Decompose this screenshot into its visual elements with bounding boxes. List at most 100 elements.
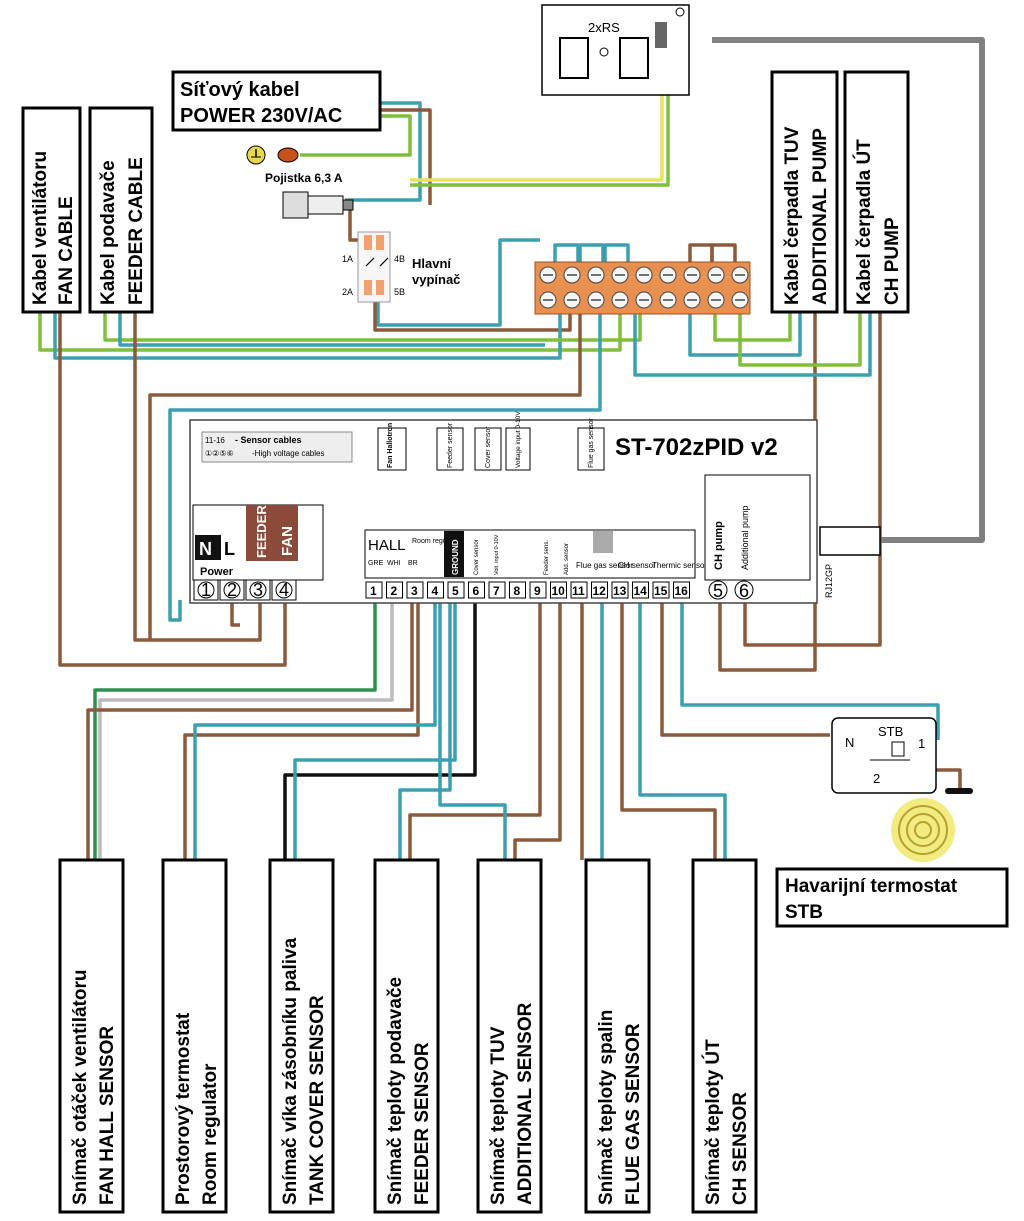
stb-probe-wire [930,768,962,790]
feeder-cable-line2: FEEDER CABLE [126,157,147,305]
fan-block-label: FAN [279,526,296,556]
lv-terminal-12 [591,581,608,599]
lv-terminal-label: 11 [572,584,585,598]
hv-terminal-label: 2 [227,580,237,600]
lv-terminal-4 [427,581,444,599]
rs-port-1 [559,37,589,79]
sensor-line2: ADDITIONAL SENSOR [515,1002,536,1205]
hv-terminal-2 [223,581,241,599]
fan-blue-wire [53,305,562,360]
strip-loop-5 [710,243,737,262]
hall-label: HALL [368,537,406,554]
switch-label-1: Hlavní [412,256,451,271]
power-n-label: N [199,539,212,559]
feeder-cable-line1: Kabel podavače [98,160,119,305]
power-cable-line1: Síťový kabel [180,79,300,101]
feeder-sens-small: Feeder sens. [544,540,550,575]
ch-sensor-brown [620,600,717,860]
ground-symbol [246,145,299,165]
cover-blue-wire [293,600,457,860]
stb-blue [680,600,940,740]
ctrl-blue-wire [168,305,602,622]
hall-sub-br: BR [408,560,418,567]
ch-green-wire [738,305,862,367]
cover-sensor-small: Cover sensor [474,539,480,575]
fan-cable-line2: FAN CABLE [56,196,77,305]
switch-pin-4b: 4B [394,254,405,264]
label-fan-hallotron: Fan Hallotron [387,423,394,468]
sensor-line1: Snímač teploty ÚT [702,1039,724,1205]
sensor-line1: Snímač teploty TUV [488,1026,509,1205]
flue-gas-small: Flue gas sensor [576,561,633,570]
hall-sub-whi: WHI [387,560,401,567]
room-wire-2 [193,600,437,860]
lv-terminal-label: 13 [613,584,627,598]
strip-loop-1 [553,243,580,262]
lv-terminal-14 [632,581,649,599]
sensor-line2: CH SENSOR [730,1092,751,1205]
sensor-box: Snímač teploty TUV ADDITIONAL SENSOR [476,858,543,1214]
stb-pin2: 2 [873,771,880,786]
terminal-strip [534,261,751,315]
add-sensor-blue [438,600,507,860]
feeder-sensor-brown [408,600,542,860]
hv-terminal-label: 1 [201,580,211,600]
lv-terminal-13 [611,581,629,599]
legend-symbol-1: 11-16 [205,436,225,445]
hv-terminal-3 [249,581,267,599]
ch-pump-box: Kabel čerpadla ÚT CH PUMP [843,70,910,314]
room-wire-1 [183,600,420,860]
stb-title: STB [878,724,903,739]
label-voltage-input: Voltage input 0-10V [515,411,522,468]
lv-terminal-label: 6 [473,584,480,598]
stb-label-2: STB [785,902,823,923]
rj-connector [819,526,881,556]
lv-terminal-10 [550,581,567,599]
lv-terminal-16 [673,581,690,599]
ch-pump-line2: CH PUMP [882,217,903,305]
lv-terminal-label: 8 [514,584,521,598]
hall-brown-wire [86,600,414,860]
room-regulator-label: Room regulator [412,538,461,545]
lv-terminal-8 [509,581,526,599]
cover-black-wire [283,600,477,860]
feeder-blue-wire [118,312,545,347]
label-cover-sensor: Cover sensor [485,426,492,468]
legend-line-1: - Sensor cables [235,435,302,445]
rs-module: 2xRS [541,4,690,96]
ctrl-brown-wire [148,305,582,640]
sensor-line1: Snímač víka zásobníku paliva [280,937,301,1205]
tuv-pump-box: Kabel čerpadla TUV ADDITIONAL PUMP [770,70,839,314]
lv-terminal-label: 12 [593,584,607,598]
tuv-pump-line2: ADDITIONAL PUMP [810,128,831,305]
fuse [282,191,354,219]
pump-terminal-label: 5 [713,581,723,601]
feeder-green-wire [103,305,642,342]
lv-terminal-5 [447,581,465,599]
power-cable-box: Síťový kabel POWER 230V/AC [171,70,382,132]
thermic-sensor-small: Thermic sensor [652,561,707,570]
rs-cable [712,37,985,543]
pump-terminal-5 [708,580,728,600]
sensor-line1: Snímač otáček ventilátoru [70,970,91,1205]
label-flue-gas-sensor: Flue gas sensor [588,418,595,468]
power-l-label: L [224,539,235,559]
feeder-brown-wire [133,312,262,642]
lv-terminal-7 [488,581,506,599]
switch-brown-out [373,300,572,332]
feeder-block-label: FEEDER [254,505,269,558]
stb-brown-1 [660,600,830,737]
sensor-line1: Snímač teploty podavače [385,977,406,1205]
additional-pump-label: Additional pump [740,505,750,570]
tuv-blue-wire [688,305,802,357]
main-switch [357,231,391,303]
strip-loop-2 [578,243,605,262]
power-green-wire [300,114,412,157]
lv-terminal-1 [365,581,383,599]
